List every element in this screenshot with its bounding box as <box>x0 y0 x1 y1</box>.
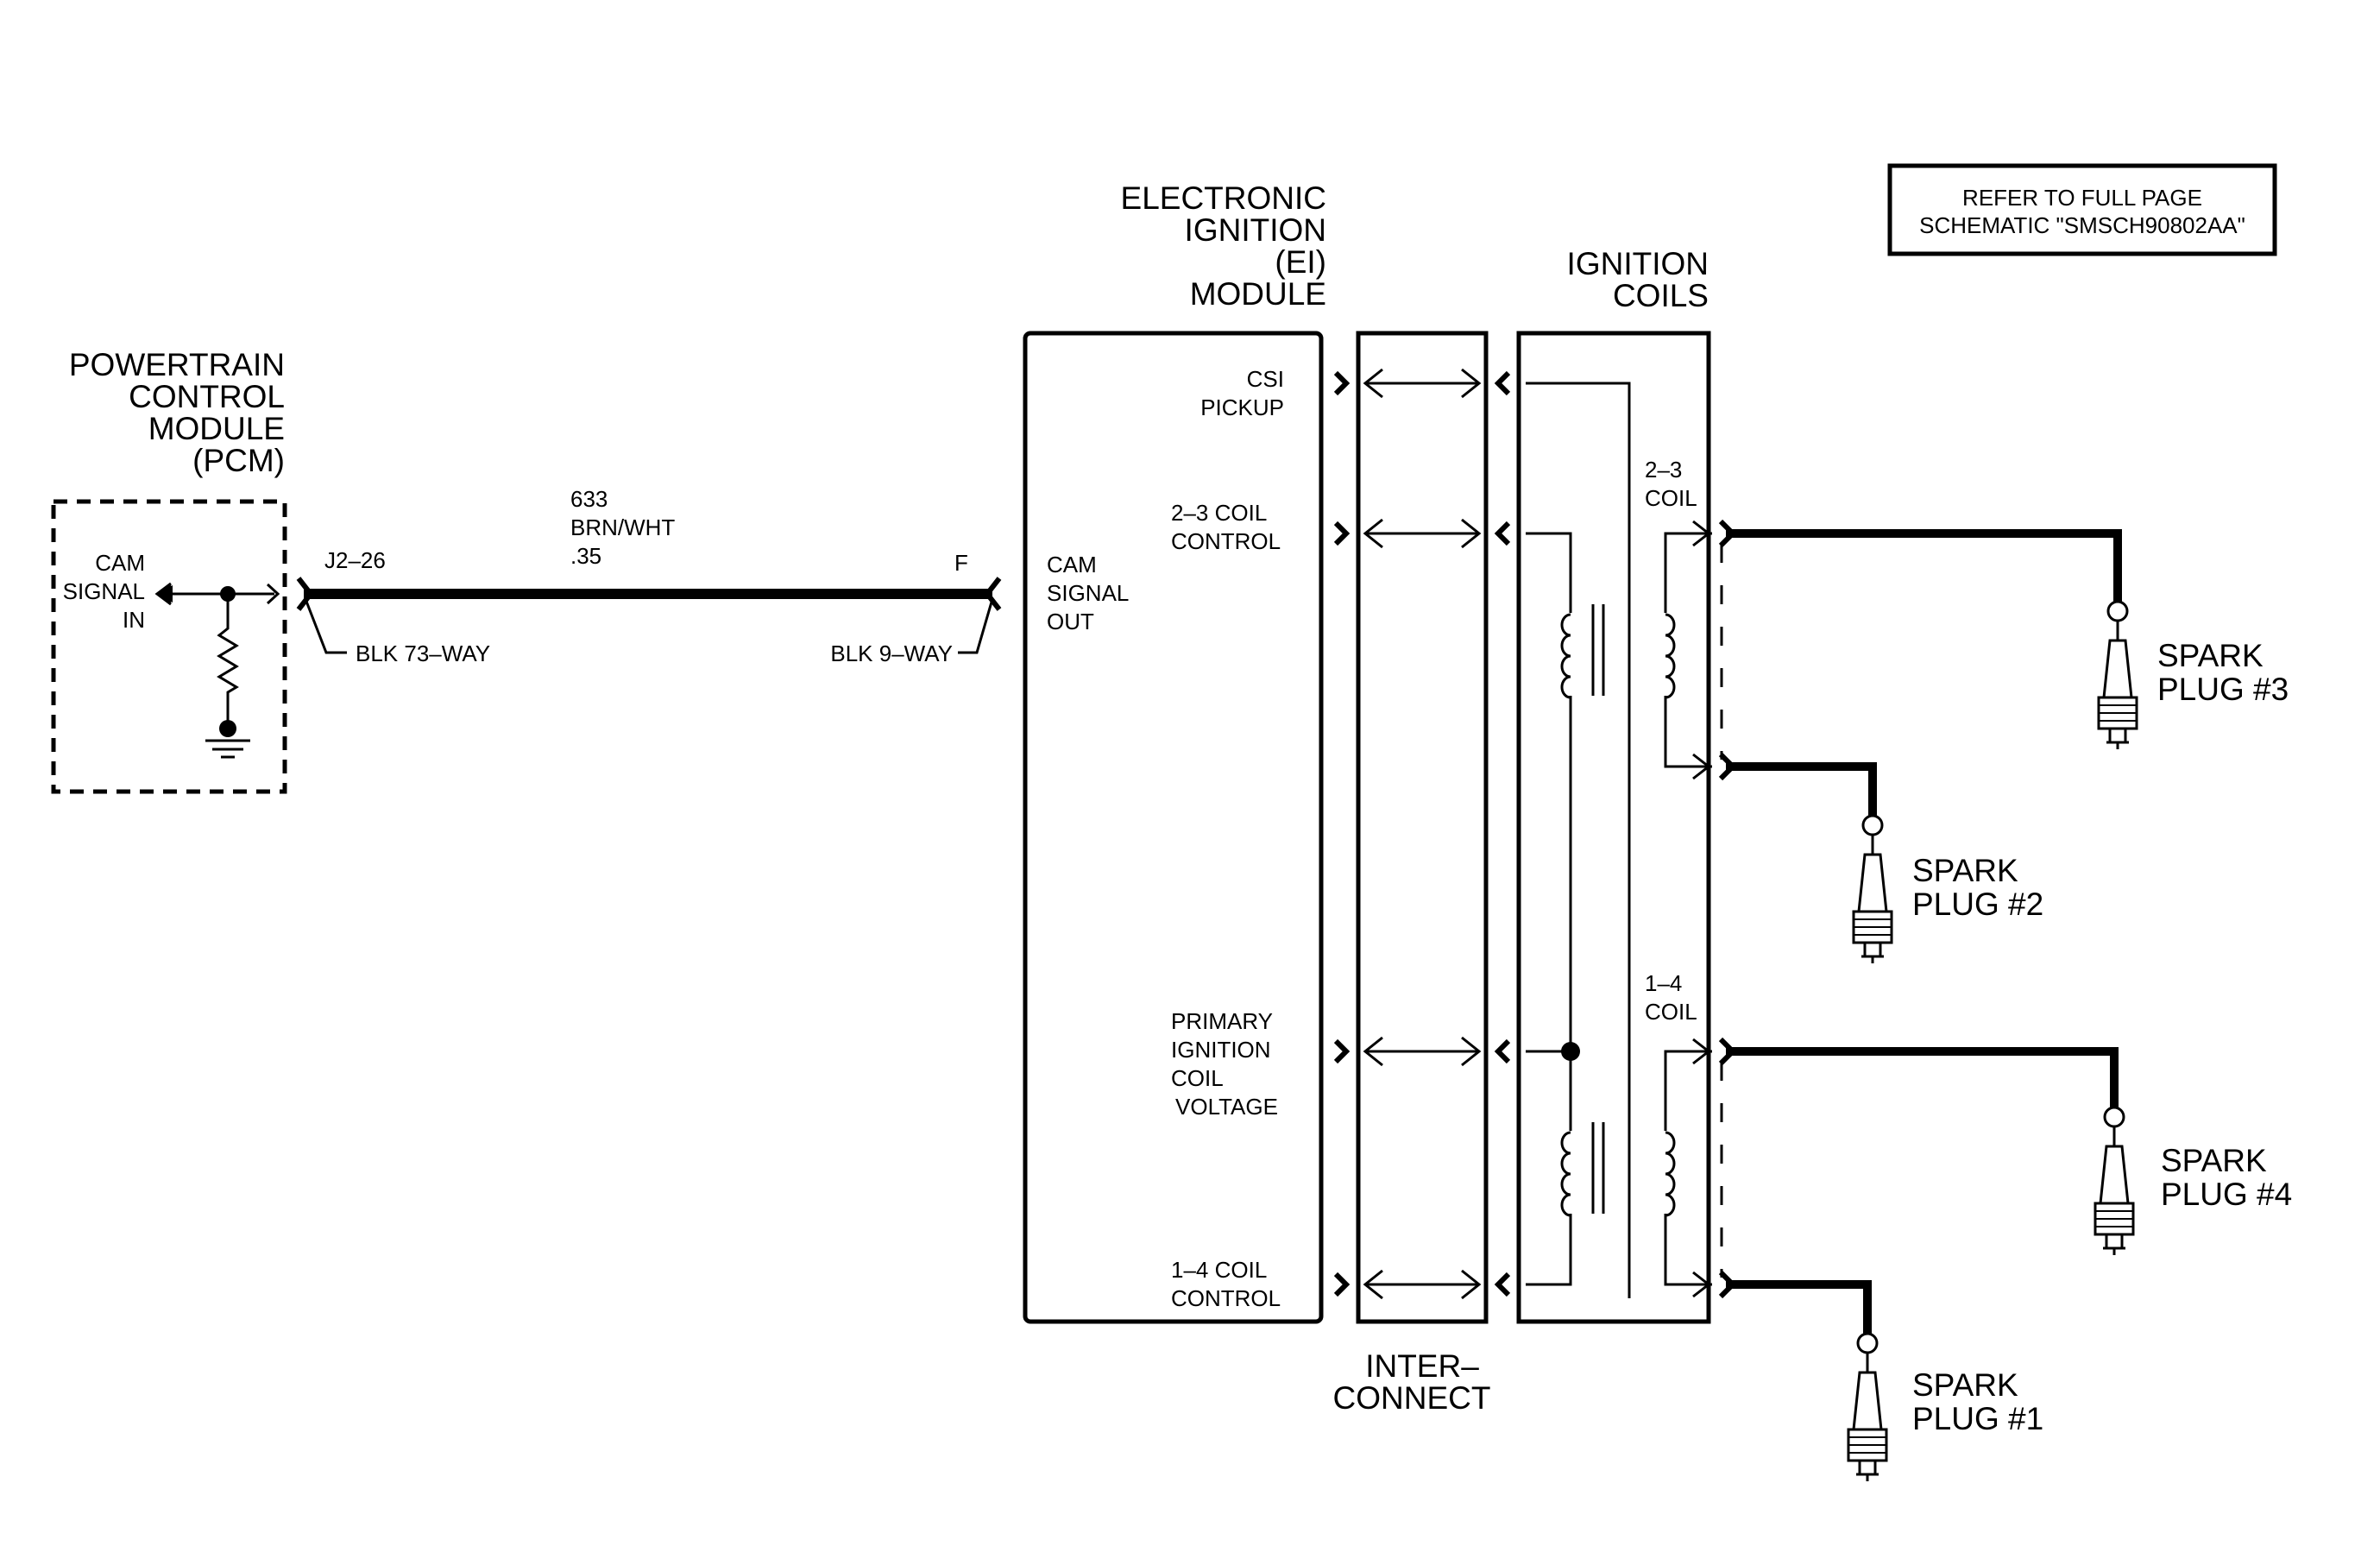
coil-14-control-label: 1–4 COIL CONTROL <box>1171 1257 1281 1311</box>
ei-title-line1: ELECTRONIC <box>1121 180 1326 216</box>
pcm-title-line1: POWERTRAIN <box>69 347 285 382</box>
ignition-coils-line1: IGNITION <box>1567 246 1709 281</box>
spark-plug-4-line1: SPARK <box>2161 1143 2267 1178</box>
primary-voltage-label: PRIMARY IGNITION COIL VOLTAGE <box>1171 1008 1278 1120</box>
ignition-coils-title: IGNITION COILS <box>1567 246 1709 313</box>
refer-box-text: REFER TO FULL PAGE SCHEMATIC "SMSCH90802… <box>1919 185 2245 238</box>
pcm-title-line3: MODULE <box>148 411 285 446</box>
coil-23-secondary-icon <box>1664 613 1676 699</box>
pcm-title-line4: (PCM) <box>192 443 285 478</box>
coil-14-line1: 1–4 <box>1645 970 1682 996</box>
spark-plug-3-line1: SPARK <box>2157 638 2264 673</box>
primary-voltage-line4: VOLTAGE <box>1175 1094 1278 1120</box>
spark-plug-4-line2: PLUG #4 <box>2161 1177 2292 1212</box>
ei-title-line2: IGNITION <box>1185 212 1326 248</box>
cam-signal-out-line1: CAM <box>1047 552 1097 577</box>
primary-voltage-line1: PRIMARY <box>1171 1008 1273 1034</box>
spark-plug-3-line2: PLUG #3 <box>2157 672 2289 707</box>
ei-title-line3: (EI) <box>1275 244 1326 280</box>
spark-plug-1-line2: PLUG #1 <box>1912 1401 2043 1436</box>
wire-circuit: 633 <box>570 486 608 512</box>
spark-plug-2-icon <box>1852 814 1893 965</box>
spark-plug-2-line1: SPARK <box>1912 853 2018 888</box>
spark-plug-4-icon <box>2094 1106 2135 1257</box>
ei-module-box <box>1023 331 1324 1324</box>
coil-14-control-line2: CONTROL <box>1171 1285 1281 1311</box>
primary-voltage-line3: COIL <box>1171 1065 1224 1091</box>
coil-23-control-label: 2–3 COIL CONTROL <box>1171 500 1281 554</box>
spark-plug-1-line1: SPARK <box>1912 1367 2018 1403</box>
ei-module-title: ELECTRONIC IGNITION (EI) MODULE <box>1121 180 1326 312</box>
coil-14-control-line1: 1–4 COIL <box>1171 1257 1267 1283</box>
interconnect-box <box>1356 331 1489 1324</box>
pcm-junction-dot <box>220 586 236 602</box>
spark-plug-labels: SPARK PLUG #3 SPARK PLUG #2 SPARK PLUG #… <box>1912 638 2292 1436</box>
coil-output-arrows <box>1692 520 1711 1298</box>
coil-23-control-line2: CONTROL <box>1171 528 1281 554</box>
spark-plug-3-icon <box>2097 600 2138 751</box>
csi-pickup-line1: CSI <box>1247 366 1284 392</box>
cam-signal-out-label: CAM SIGNAL OUT <box>1047 552 1129 634</box>
pcm-title: POWERTRAIN CONTROL MODULE (PCM) <box>69 347 285 478</box>
coil-internal-wiring <box>1526 382 1712 1298</box>
ei-title-line4: MODULE <box>1190 276 1326 312</box>
pcm-ground-dot <box>219 720 236 737</box>
cam-signal-in-line3: IN <box>123 607 145 633</box>
cam-signal-in-line1: CAM <box>95 550 145 576</box>
coil-23-label: 2–3 COIL <box>1645 457 1697 511</box>
connector-leaders <box>304 598 994 654</box>
interconnect-label: INTER– CONNECT <box>1333 1348 1491 1416</box>
connector-pcm: BLK 73–WAY <box>356 641 490 666</box>
cam-signal-in-line2: SIGNAL <box>63 578 145 604</box>
coil-23-line2: COIL <box>1645 485 1697 511</box>
coil-14-primary-icon <box>1560 1131 1572 1217</box>
connector-chevrons <box>1333 370 1511 1297</box>
ignition-coils-line2: COILS <box>1613 278 1709 313</box>
pcm-input-circuit <box>154 582 280 759</box>
csi-pickup-label: CSI PICKUP <box>1200 366 1284 420</box>
coil-junction-dot <box>1561 1042 1580 1061</box>
coil-14-label: 1–4 COIL <box>1645 970 1697 1025</box>
cam-signal-out-line3: OUT <box>1047 609 1094 634</box>
csi-pickup-line2: PICKUP <box>1200 394 1284 420</box>
interconnect-lines <box>1363 368 1482 1300</box>
connector-ei: BLK 9–WAY <box>830 641 953 666</box>
interconnect-line2: CONNECT <box>1333 1380 1491 1416</box>
refer-box-line1: REFER TO FULL PAGE <box>1962 185 2202 211</box>
coil-23-control-line1: 2–3 COIL <box>1171 500 1267 526</box>
pin-pcm: J2–26 <box>324 547 386 573</box>
refer-box <box>1887 163 2277 256</box>
coil-23-primary-icon <box>1560 613 1572 699</box>
pin-ei: F <box>954 550 968 576</box>
main-wire-connectors <box>296 577 1002 611</box>
cam-signal-out-line2: SIGNAL <box>1047 580 1129 606</box>
coil-14-secondary-icon <box>1664 1131 1676 1217</box>
interconnect-line1: INTER– <box>1365 1348 1479 1384</box>
refer-box-line2: SCHEMATIC "SMSCH90802AA" <box>1919 212 2245 238</box>
cam-signal-in-label: CAM SIGNAL IN <box>63 550 145 633</box>
pcm-box <box>51 499 287 794</box>
ignition-coils-box <box>1516 331 1711 1324</box>
wire-color: BRN/WHT <box>570 514 675 540</box>
pcm-title-line2: CONTROL <box>129 379 285 414</box>
wire-labels: 633 BRN/WHT .35 J2–26 F BLK 73–WAY BLK 9… <box>324 486 968 666</box>
spark-plug-2-line2: PLUG #2 <box>1912 887 2043 922</box>
wire-gauge: .35 <box>570 543 601 569</box>
primary-voltage-line2: IGNITION <box>1171 1037 1271 1063</box>
spark-plug-wires <box>1726 529 2122 1336</box>
coil-14-line2: COIL <box>1645 999 1697 1025</box>
spark-plug-1-icon <box>1847 1332 1888 1483</box>
coil-23-line1: 2–3 <box>1645 457 1682 483</box>
spark-plug-wire-chevrons <box>1718 519 1737 1299</box>
